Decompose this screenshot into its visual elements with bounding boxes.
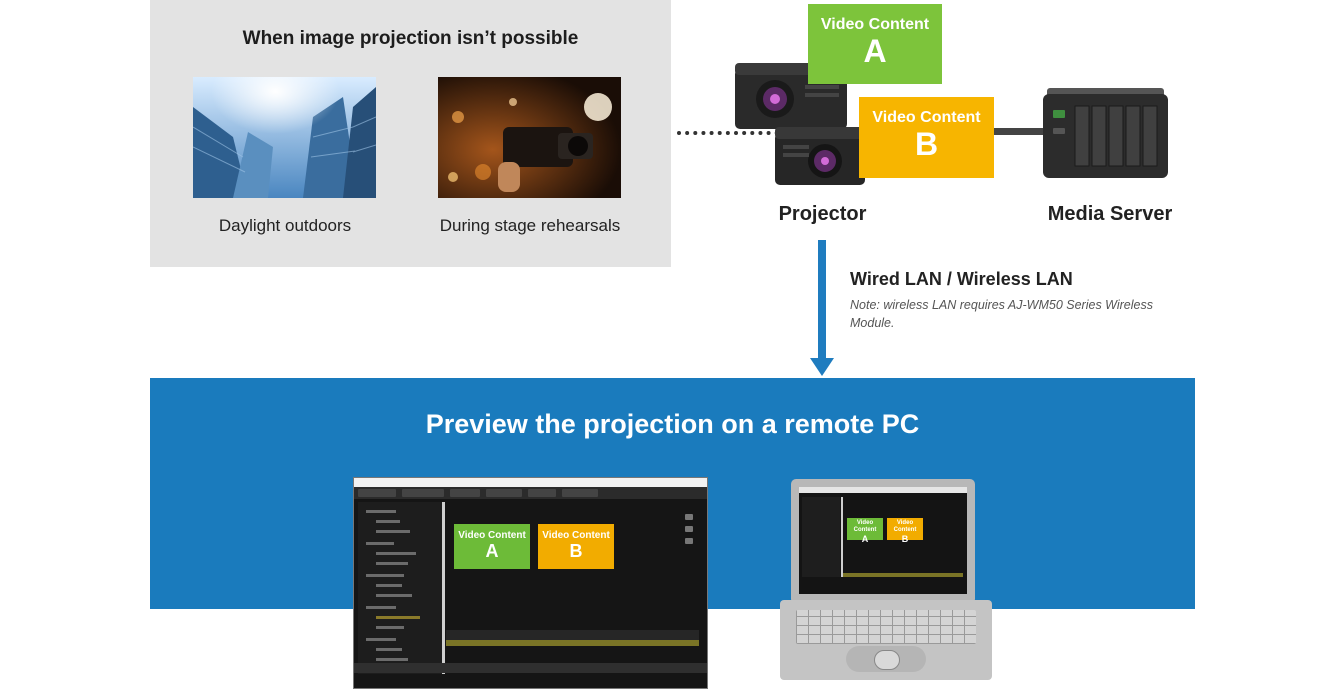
table-row [446,640,699,646]
media-server-icon [1043,88,1168,178]
preview-video-content-a: Video Content A [454,524,530,569]
video-content-letter: B [569,541,583,561]
laptop-video-content-b: Video Content B [887,518,923,544]
video-content-label: Video Content [893,520,917,533]
media-server-label: Media Server [1047,203,1173,225]
lan-arrow-shaft [818,240,826,360]
connection-title: Wired LAN / Wireless LAN [850,269,1073,289]
video-content-letter: B [914,126,939,162]
video-content-letter: A [863,33,887,69]
touchpad-center [874,650,900,670]
window-tab [358,489,396,497]
pane-divider [442,502,445,674]
video-content-label: Video Content [542,530,610,541]
server-cable [985,128,1050,135]
connection-note: Note: wireless LAN requires AJ-WM50 Seri… [850,298,1153,330]
video-content-a: Video Content A [808,4,942,84]
panel-title: When image projection isn’t possible [242,28,579,49]
banner-title: Preview the projection on a remote PC [425,409,920,439]
video-content-letter: A [861,534,869,544]
monitoring-software-window: Video Content A Video Content B [353,477,708,689]
laptop-keyboard-base [780,600,992,680]
keyboard [796,610,976,644]
window-tab [450,489,480,497]
video-content-label: Video Content [458,530,526,541]
side-toolbar [685,514,693,544]
video-content-label: Video Content [872,109,981,126]
window-statusbar [354,663,707,673]
scenario-panel: When image projection isn’t possible [150,0,671,267]
down-arrow-icon [810,358,834,376]
device-tree [358,502,442,674]
window-tab [486,489,522,497]
photo-caption: Daylight outdoors [218,216,352,235]
projector-label: Projector [778,203,867,225]
video-content-letter: A [485,541,499,561]
video-content-label: Video Content [853,520,877,533]
laptop-video-content-a: Video Content A [847,518,883,544]
photo-caption: During stage rehearsals [439,216,621,235]
window-tab [562,489,598,497]
video-content-b: Video Content B [859,97,994,178]
dotted-connector [677,131,787,135]
window-titlebar [354,478,707,487]
stage-rehearsal-photo [438,77,621,198]
window-tab [402,489,444,497]
video-content-label: Video Content [820,16,930,33]
video-content-letter: B [901,534,909,544]
preview-video-content-b: Video Content B [538,524,614,569]
window-tab [528,489,556,497]
daylight-outdoors-photo [193,77,376,198]
laptop-screen: Video Content A Video Content B [791,479,975,604]
laptop-display: Video Content A Video Content B [799,487,967,594]
window-tab-bar [354,487,707,499]
